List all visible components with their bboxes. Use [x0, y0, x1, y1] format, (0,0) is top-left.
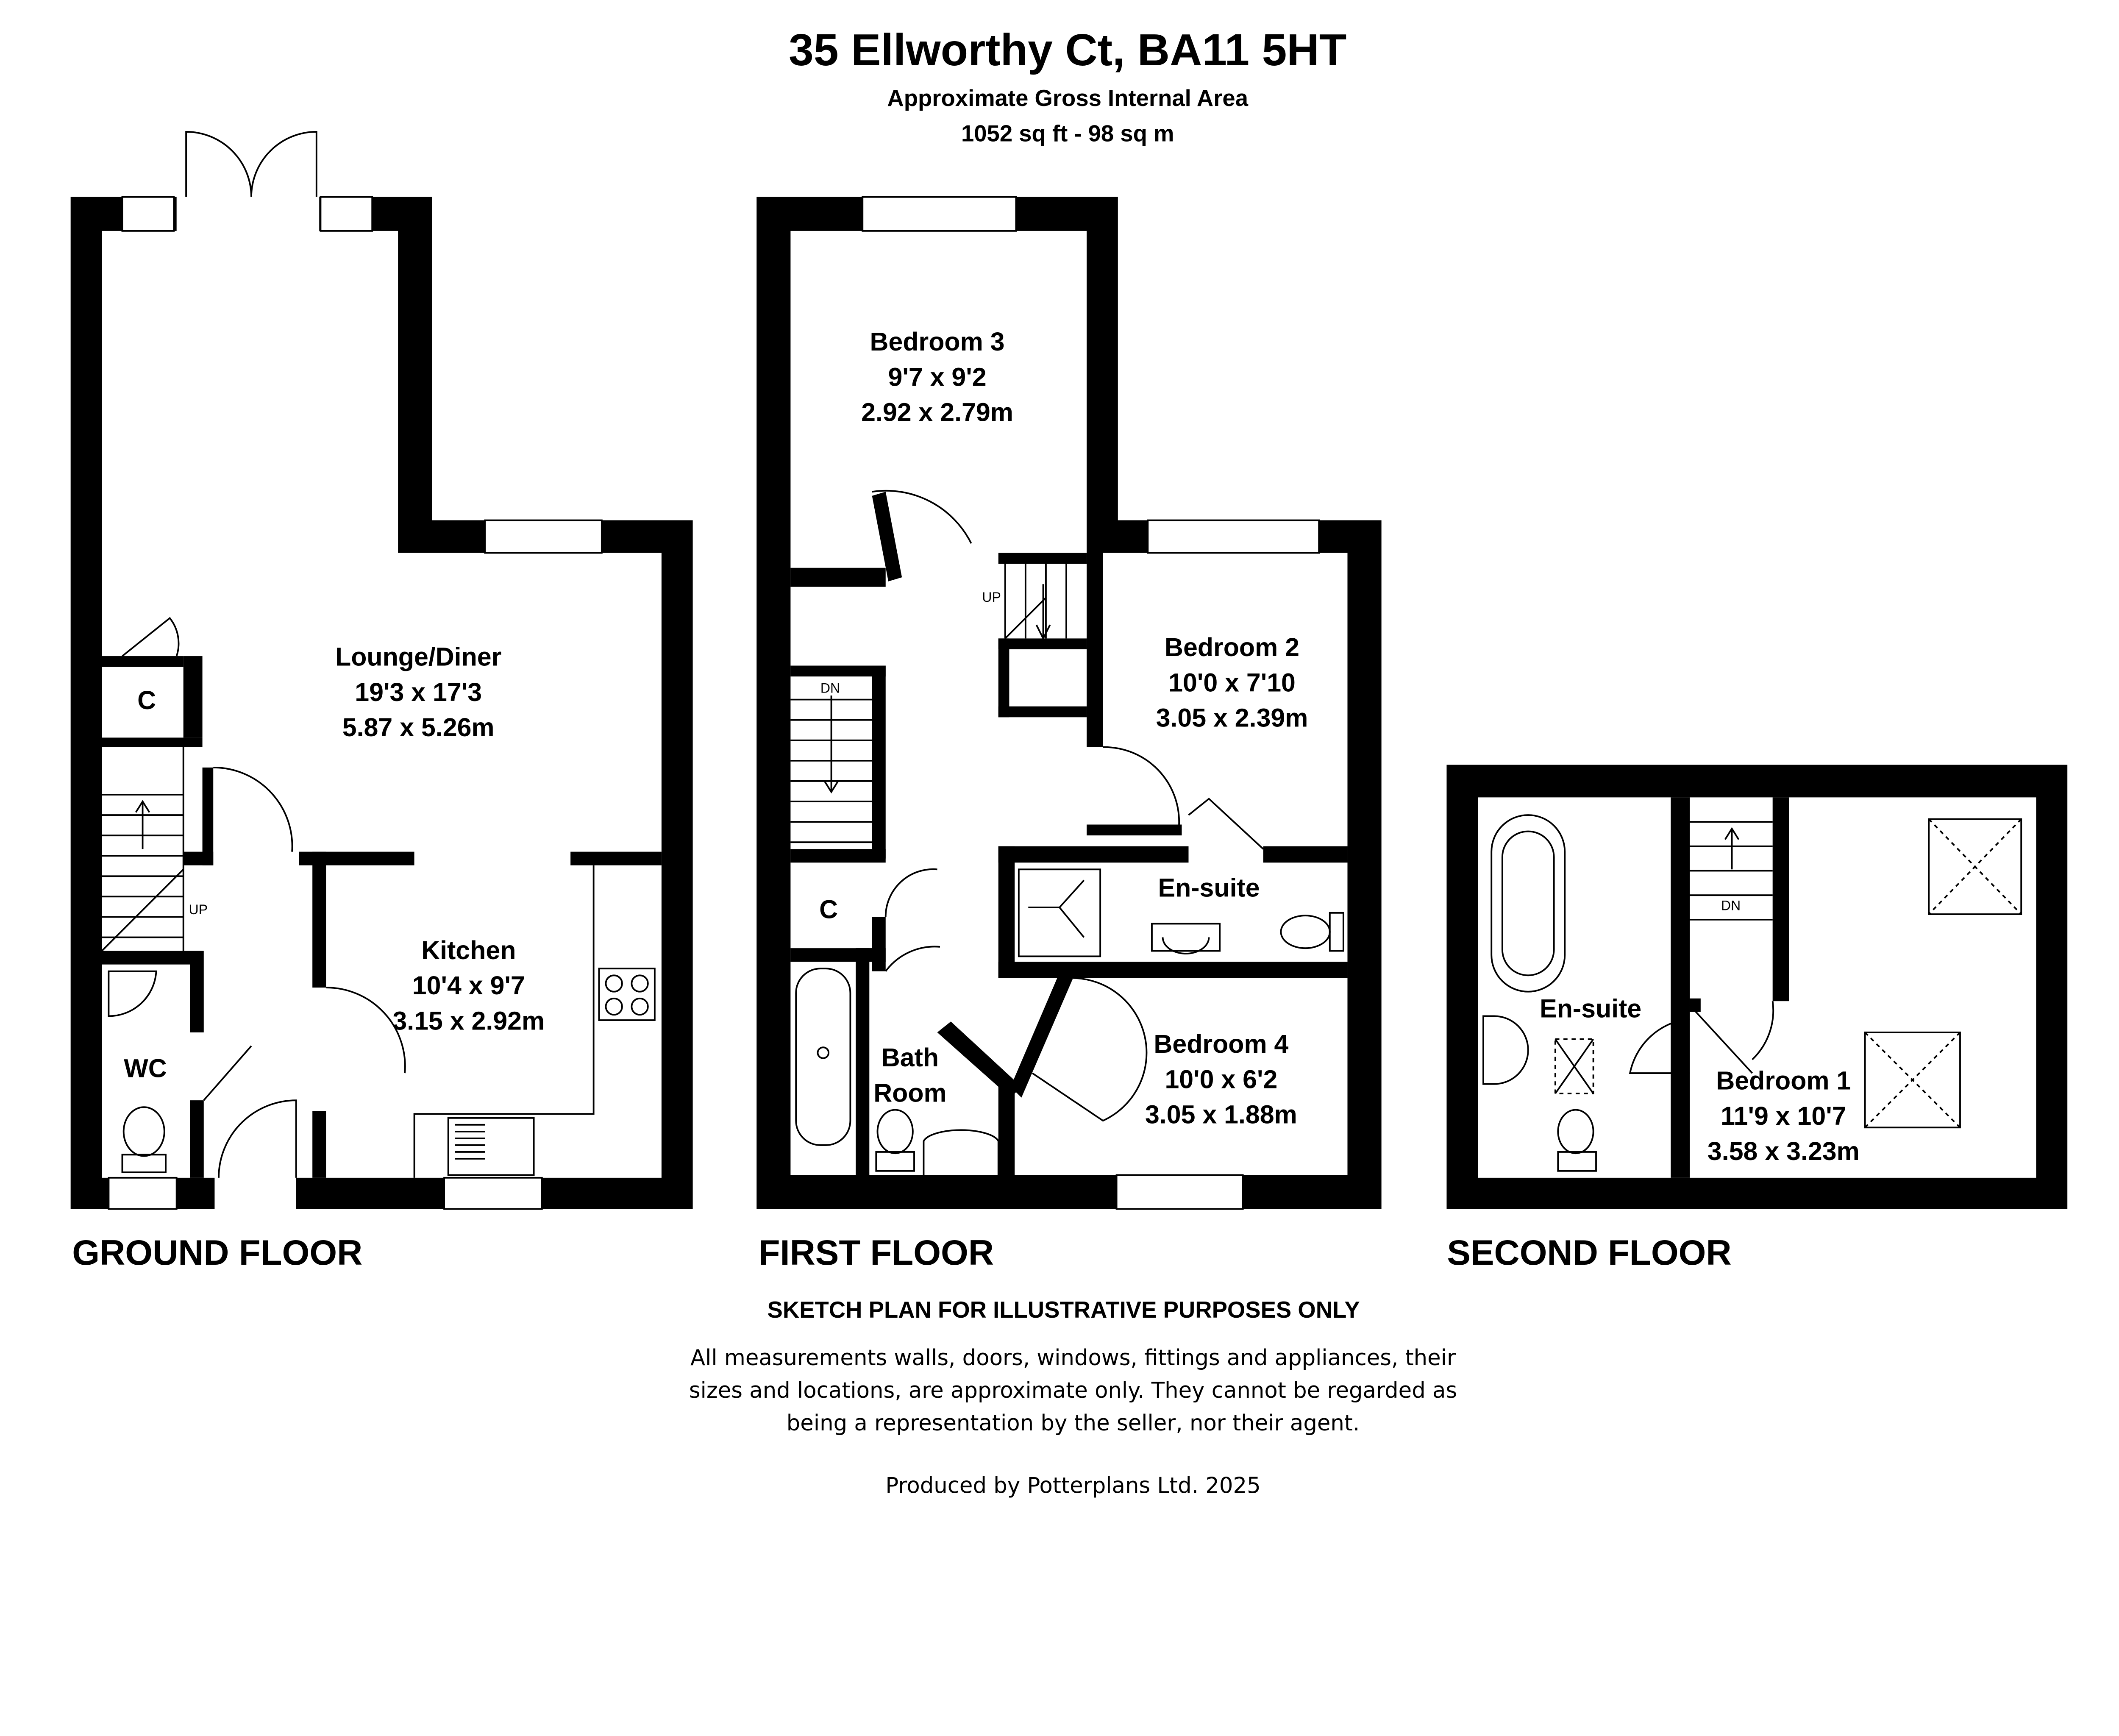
- wc-label: WC: [124, 1054, 167, 1083]
- first-stairs-up-label: UP: [982, 590, 1001, 605]
- bathroom-label-line1: Bath: [882, 1043, 939, 1072]
- first-floor-plan: DN UP Bedroom 3 9'7 x 9'2 2.92 x 2.79m B…: [756, 196, 1382, 1210]
- bedroom1-metric: 3.58 x 3.23m: [1707, 1137, 1860, 1166]
- bedroom2-name: Bedroom 2: [1165, 633, 1299, 662]
- bedroom1-name: Bedroom 1: [1716, 1066, 1851, 1095]
- lounge-metric: 5.87 x 5.26m: [342, 713, 495, 742]
- second-floor-label: SECOND FLOOR: [1447, 1233, 1731, 1272]
- disclaimer-line-1: All measurements walls, doors, windows, …: [690, 1345, 1456, 1371]
- bedroom3-metric: 2.92 x 2.79m: [861, 398, 1013, 427]
- first-stairs-down-label: DN: [820, 681, 840, 696]
- disclaimer-title: SKETCH PLAN FOR ILLUSTRATIVE PURPOSES ON…: [768, 1297, 1360, 1323]
- bathroom-label-line2: Room: [873, 1078, 946, 1107]
- kitchen-metric: 3.15 x 2.92m: [392, 1006, 545, 1035]
- kitchen-name: Kitchen: [421, 936, 516, 965]
- property-address: 35 Ellworthy Ct, BA11 5HT: [789, 25, 1346, 75]
- bedroom2-metric: 3.05 x 2.39m: [1156, 704, 1308, 732]
- second-ensuite-label: En-suite: [1540, 994, 1641, 1023]
- lounge-imperial: 19'3 x 17'3: [355, 678, 482, 707]
- gross-area: 1052 sq ft - 98 sq m: [961, 120, 1174, 146]
- producer-credit: Produced by Potterplans Ltd. 2025: [885, 1473, 1260, 1498]
- lounge-name: Lounge/Diner: [335, 643, 501, 671]
- first-floor-label: FIRST FLOOR: [759, 1233, 994, 1272]
- second-stairs-down-label: DN: [1721, 898, 1741, 913]
- area-subtitle: Approximate Gross Internal Area: [887, 85, 1248, 111]
- kitchen-imperial: 10'4 x 9'7: [412, 971, 525, 1000]
- ground-floor-label: GROUND FLOOR: [72, 1233, 362, 1272]
- bedroom4-metric: 3.05 x 1.88m: [1145, 1100, 1297, 1129]
- ground-stairs-up-label: UP: [189, 902, 208, 917]
- first-cupboard-label: C: [819, 895, 838, 924]
- disclaimer-line-3: being a representation by the seller, no…: [787, 1410, 1360, 1436]
- floor-plan: 35 Ellworthy Ct, BA11 5HT Approximate Gr…: [70, 25, 2068, 1498]
- bedroom4-imperial: 10'0 x 6'2: [1165, 1065, 1277, 1093]
- first-ensuite-label: En-suite: [1158, 873, 1260, 902]
- bedroom4-name: Bedroom 4: [1154, 1029, 1288, 1058]
- ground-floor-plan: UP C Lounge/Diner 19'3 x 17'3 5.87 x 5.2…: [70, 131, 693, 1215]
- disclaimer-line-2: sizes and locations, are approximate onl…: [689, 1378, 1457, 1403]
- bedroom3-imperial: 9'7 x 9'2: [888, 362, 987, 391]
- bedroom1-imperial: 11'9 x 10'7: [1721, 1102, 1846, 1130]
- bedroom2-imperial: 10'0 x 7'10: [1168, 668, 1296, 697]
- ground-cupboard-label: C: [137, 686, 156, 715]
- bedroom3-name: Bedroom 3: [870, 327, 1005, 356]
- second-floor-plan: DN En-suite Bedroom 1 11'9 x 10'7 3.58 x…: [1446, 765, 2068, 1209]
